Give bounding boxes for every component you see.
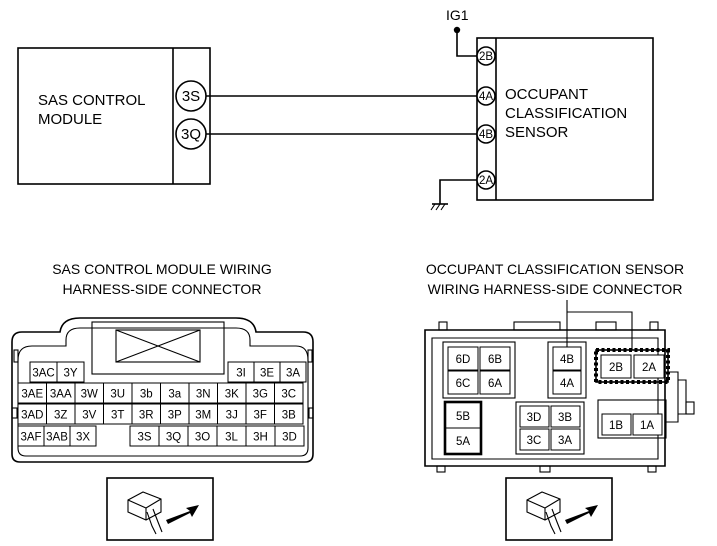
sas-connector-cavities: 3AC 3Y 3I 3E 3A 3AE 3AA 3W 3U 3b 3a 3N 3K 3G 3C 3AD 3Z 3V… (17, 361, 307, 447)
sas-cavity-3x: 3X (76, 432, 90, 444)
wire-ig1 (456, 30, 477, 57)
sas-cavity-3p: 3P (168, 410, 182, 422)
connector-view-direction-icon (106, 477, 214, 541)
sas-cavity-3g: 3G (253, 389, 268, 401)
oc-group-2: 2B 2A (594, 348, 670, 384)
oc-cavity-3d: 3D (527, 412, 542, 424)
sas-cavity-3v: 3V (82, 410, 96, 422)
sas-connector-title-line1: SAS CONTROL MODULE WIRING (52, 261, 272, 277)
sas-cavity-3k: 3K (225, 389, 239, 401)
sas-cavity-3aa: 3AA (50, 389, 72, 401)
oc-cavity-4b: 4B (560, 354, 574, 366)
sas-pin-3s: 3S (182, 88, 200, 105)
oc-cavity-3b: 3B (558, 412, 572, 424)
sas-cavity-box (274, 403, 304, 425)
sas-cavity-3b: 3B (282, 410, 296, 422)
oc-cavity-6d: 6D (456, 354, 471, 366)
oc-connector-title-line2: WIRING HARNESS-SIDE CONNECTOR (428, 281, 683, 297)
oc-cavity-5a: 5A (456, 436, 470, 448)
sas-cavity-3b: 3b (140, 389, 153, 401)
oc-cavity-5b: 5B (456, 411, 470, 423)
ig1-label: IG1 (446, 7, 469, 23)
sas-cavity-box (56, 361, 85, 383)
sas-control-module: SAS CONTROL MODULE 3S 3Q (17, 47, 211, 185)
sas-cavity-3h: 3H (253, 432, 268, 444)
oc-connector-title-line1: OCCUPANT CLASSIFICATION SENSOR (426, 261, 684, 277)
sensor-pin-2b: 2B (479, 51, 493, 63)
sas-cavity-3i: 3I (236, 368, 246, 380)
oc-group-5: 5B 5A (443, 400, 483, 456)
sas-pin-3q: 3Q (181, 126, 201, 143)
sas-cavity-3r: 3R (139, 410, 154, 422)
sas-cavity-box (274, 425, 305, 447)
sensor-label-line2: CLASSIFICATION (505, 105, 627, 122)
sensor-pin-4b: 4B (479, 129, 493, 141)
sensor-label-line3: SENSOR (505, 124, 569, 141)
oc-cavity-1a: 1A (640, 420, 654, 432)
sensor-pin-4a: 4A (479, 91, 493, 103)
oc-connector-housing (424, 300, 695, 473)
sas-cavity-3o: 3O (195, 432, 210, 444)
sas-cavity-3af: 3AF (20, 432, 41, 444)
sas-cavity-box (274, 382, 304, 404)
sas-cavity-3z: 3Z (54, 410, 67, 422)
sas-cavity-3s: 3S (137, 432, 151, 444)
sensor-pin-2a: 2A (479, 175, 493, 187)
sas-cavity-box (279, 361, 307, 383)
sas-cavity-box (69, 425, 97, 447)
sas-cavity-3n: 3N (196, 389, 211, 401)
sas-module-label-line1: SAS CONTROL (38, 92, 146, 109)
sas-cavity-3ab: 3AB (46, 432, 68, 444)
sas-cavity-3m: 3M (195, 410, 211, 422)
sas-cavity-3u: 3U (110, 389, 125, 401)
oc-cavity-1b: 1B (609, 420, 623, 432)
sas-cavity-3a: 3A (286, 368, 300, 380)
sas-cavity-3ae: 3AE (21, 389, 43, 401)
sas-cavity-3j: 3J (226, 410, 238, 422)
sas-cavity-3a: 3a (168, 389, 181, 401)
occupant-classification-sensor: OCCUPANT CLASSIFICATION SENSOR 2B 4A 4B … (476, 37, 654, 201)
sas-cavity-3c: 3C (281, 389, 296, 401)
oc-cavity-6b: 6B (488, 354, 502, 366)
sas-module-label-line2: MODULE (38, 111, 102, 128)
oc-cavity-2b: 2B (609, 362, 623, 374)
sas-cavity-3l: 3L (225, 432, 238, 444)
oc-group-3: 3D 3B 3C 3A (515, 401, 585, 455)
connector-view-direction-icon (505, 477, 613, 541)
oc-cavity-4a: 4A (560, 378, 574, 390)
sensor-label-line1: OCCUPANT (505, 86, 588, 103)
oc-group-4: 4B 4A (547, 341, 587, 399)
sas-cavity-3q: 3Q (166, 432, 181, 444)
sas-connector-housing (11, 317, 314, 463)
sas-cavity-3d: 3D (282, 432, 297, 444)
oc-cavity-2a: 2A (642, 362, 656, 374)
sas-cavity-3ac: 3AC (32, 368, 54, 380)
sas-cavity-3f: 3F (254, 410, 267, 422)
sas-cavity-3w: 3W (81, 389, 98, 401)
oc-cavity-3c: 3C (527, 435, 542, 447)
ground-icon (430, 203, 448, 211)
sas-connector-title-line2: HARNESS-SIDE CONNECTOR (63, 281, 262, 297)
sas-cavity-3e: 3E (260, 368, 274, 380)
oc-cavity-6a: 6A (488, 378, 502, 390)
oc-cavity-3a: 3A (558, 435, 572, 447)
oc-group-1: 1B 1A (597, 399, 667, 439)
wire-ground (439, 179, 477, 204)
sas-cavity-3t: 3T (111, 410, 124, 422)
oc-cavity-6c: 6C (456, 378, 471, 390)
sas-cavity-3y: 3Y (63, 368, 77, 380)
sas-cavity-3ad: 3AD (21, 410, 43, 422)
oc-group-6: 6D 6B 6C 6A (442, 341, 516, 399)
